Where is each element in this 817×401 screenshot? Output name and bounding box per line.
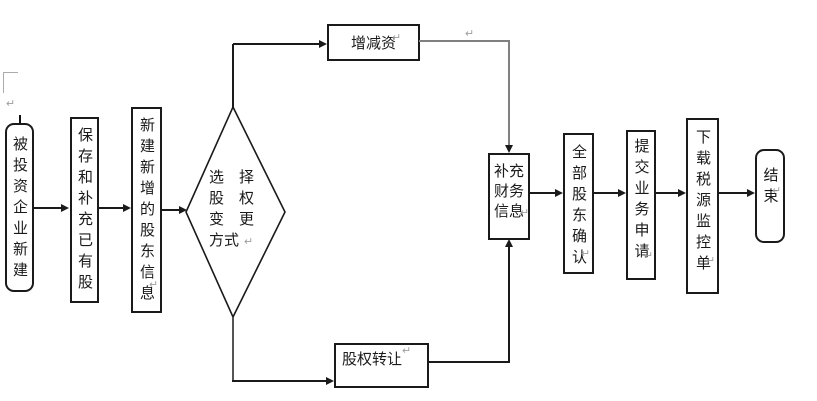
node-submit-label: 提交业务申请 (632, 138, 650, 264)
text-boundary-mark (3, 72, 4, 93)
arrowhead-icon (319, 40, 327, 48)
node-confirm[interactable]: 全部股东确认 (563, 133, 594, 274)
node-download-label: 下载税源监控单 (694, 129, 711, 276)
text-boundary-mark (3, 72, 18, 73)
paragraph-mark-icon: ↵ (465, 28, 475, 40)
paragraph-mark-icon: ↵ (772, 185, 782, 197)
node-finance-info[interactable]: 补充财务信息 (488, 153, 530, 240)
node-start-label: 被投资企业新建 (11, 136, 28, 283)
paragraph-mark-icon: ↵ (244, 236, 254, 248)
connector-decision-transfer (232, 317, 234, 380)
arrowhead-icon (505, 145, 513, 153)
connector-decision-incdec (232, 44, 234, 108)
node-start[interactable]: 被投资企业新建 (5, 123, 34, 292)
connector-decision-transfer (232, 380, 326, 382)
arrowhead-icon (678, 189, 686, 197)
arrowhead-icon (505, 239, 513, 247)
node-save-existing-label: 保存和补充已有股 (76, 127, 93, 295)
connector-save-newinfo (99, 207, 123, 209)
arrowhead-icon (555, 189, 563, 197)
paragraph-mark-icon: ↵ (402, 345, 412, 357)
node-finance-info-label: 补充财务信息 (493, 163, 524, 220)
paragraph-mark-icon: ↵ (706, 255, 716, 267)
node-transfer[interactable]: 股权转让 (334, 343, 429, 388)
connector-submit-download (655, 192, 678, 194)
paragraph-mark-icon: ↵ (6, 98, 16, 110)
node-decision-label: 选 择股 权变 更方式 (209, 169, 255, 249)
node-submit[interactable]: 提交业务申请 (626, 130, 656, 280)
connector-download-end (718, 192, 747, 194)
connector-start-save (33, 207, 61, 209)
arrowhead-icon (123, 204, 131, 212)
arrowhead-icon (179, 206, 187, 214)
node-new-shareholder[interactable]: 新建新增的股东信息 (131, 107, 162, 313)
node-confirm-label: 全部股东确认 (570, 144, 587, 270)
paragraph-mark-icon: ↵ (581, 248, 591, 260)
connector-finance-confirm (529, 192, 555, 194)
node-download[interactable]: 下载税源监控单 (686, 118, 719, 294)
node-save-existing[interactable]: 保存和补充已有股 (70, 117, 99, 303)
arrowhead-icon (326, 377, 334, 385)
node-end-label: 结束 (761, 167, 779, 209)
paragraph-mark-icon: ↵ (392, 32, 402, 44)
node-increase-decrease-label: 增减资 (350, 35, 396, 52)
connector-newinfo-decision (162, 209, 180, 211)
connector-decision-incdec (233, 43, 319, 45)
arrowhead-icon (618, 189, 626, 197)
paragraph-mark-icon: ↵ (644, 250, 654, 262)
arrowhead-icon (747, 189, 755, 197)
paragraph-mark-icon: ↵ (149, 279, 159, 291)
node-increase-decrease[interactable]: 增减资 (327, 24, 420, 61)
node-transfer-label: 股权转让 (342, 351, 403, 368)
node-end[interactable]: 结束 (755, 149, 785, 243)
node-new-shareholder-label: 新建新增的股东信息 (138, 117, 155, 306)
connector-incdec-finance (419, 40, 510, 42)
paragraph-mark-icon: ↵ (520, 207, 530, 219)
connector-incdec-finance (508, 40, 510, 145)
connector-confirm-submit (593, 192, 618, 194)
arrowhead-icon (61, 204, 69, 212)
connector-transfer-finance (428, 361, 510, 363)
connector-transfer-finance (508, 247, 510, 363)
